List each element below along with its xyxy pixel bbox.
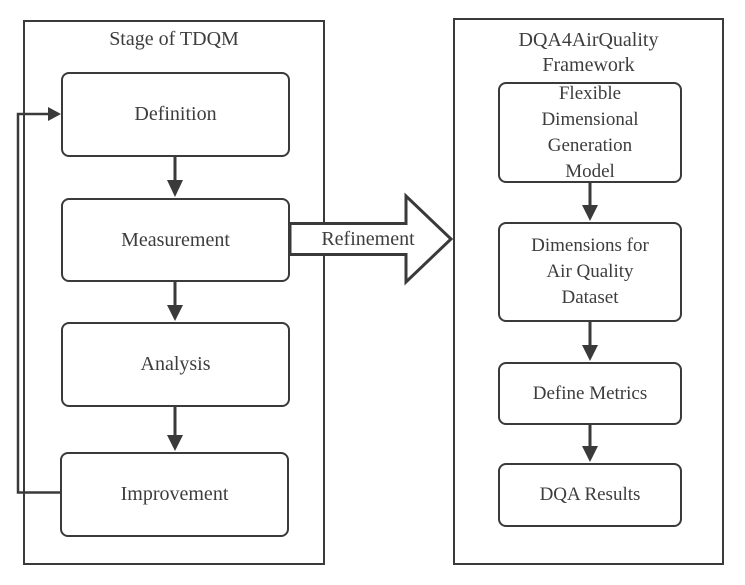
box-metrics-label: Define Metrics bbox=[532, 382, 648, 404]
dqa4airquality-panel-title: DQA4AirQuality Framework bbox=[518, 29, 659, 76]
box-flexible-dimensional-generation-model: Flexible Dimensional Generation Model bbox=[498, 82, 682, 183]
dqa4airquality-panel bbox=[453, 18, 724, 565]
box-definition-label: Definition bbox=[134, 103, 217, 125]
box-analysis: Analysis bbox=[61, 322, 290, 407]
box-definition: Definition bbox=[61, 72, 290, 157]
box-dqa-results: DQA Results bbox=[498, 463, 682, 527]
box-fdgm-label: Flexible Dimensional Generation Model bbox=[541, 82, 639, 182]
box-define-metrics: Define Metrics bbox=[498, 362, 682, 425]
refinement-label: Refinement bbox=[321, 227, 415, 250]
box-analysis-label: Analysis bbox=[140, 353, 211, 375]
box-daqd-label: Dimensions for Air Quality Dataset bbox=[531, 235, 649, 308]
box-results-label: DQA Results bbox=[539, 484, 641, 505]
tdqm-panel-title: Stage of TDQM bbox=[109, 28, 239, 50]
box-improvement-label: Improvement bbox=[120, 483, 229, 505]
box-measurement: Measurement bbox=[61, 198, 290, 282]
box-dimensions-for-air-quality-dataset: Dimensions for Air Quality Dataset bbox=[498, 222, 682, 322]
box-improvement: Improvement bbox=[60, 452, 289, 537]
box-measurement-label: Measurement bbox=[121, 228, 230, 251]
